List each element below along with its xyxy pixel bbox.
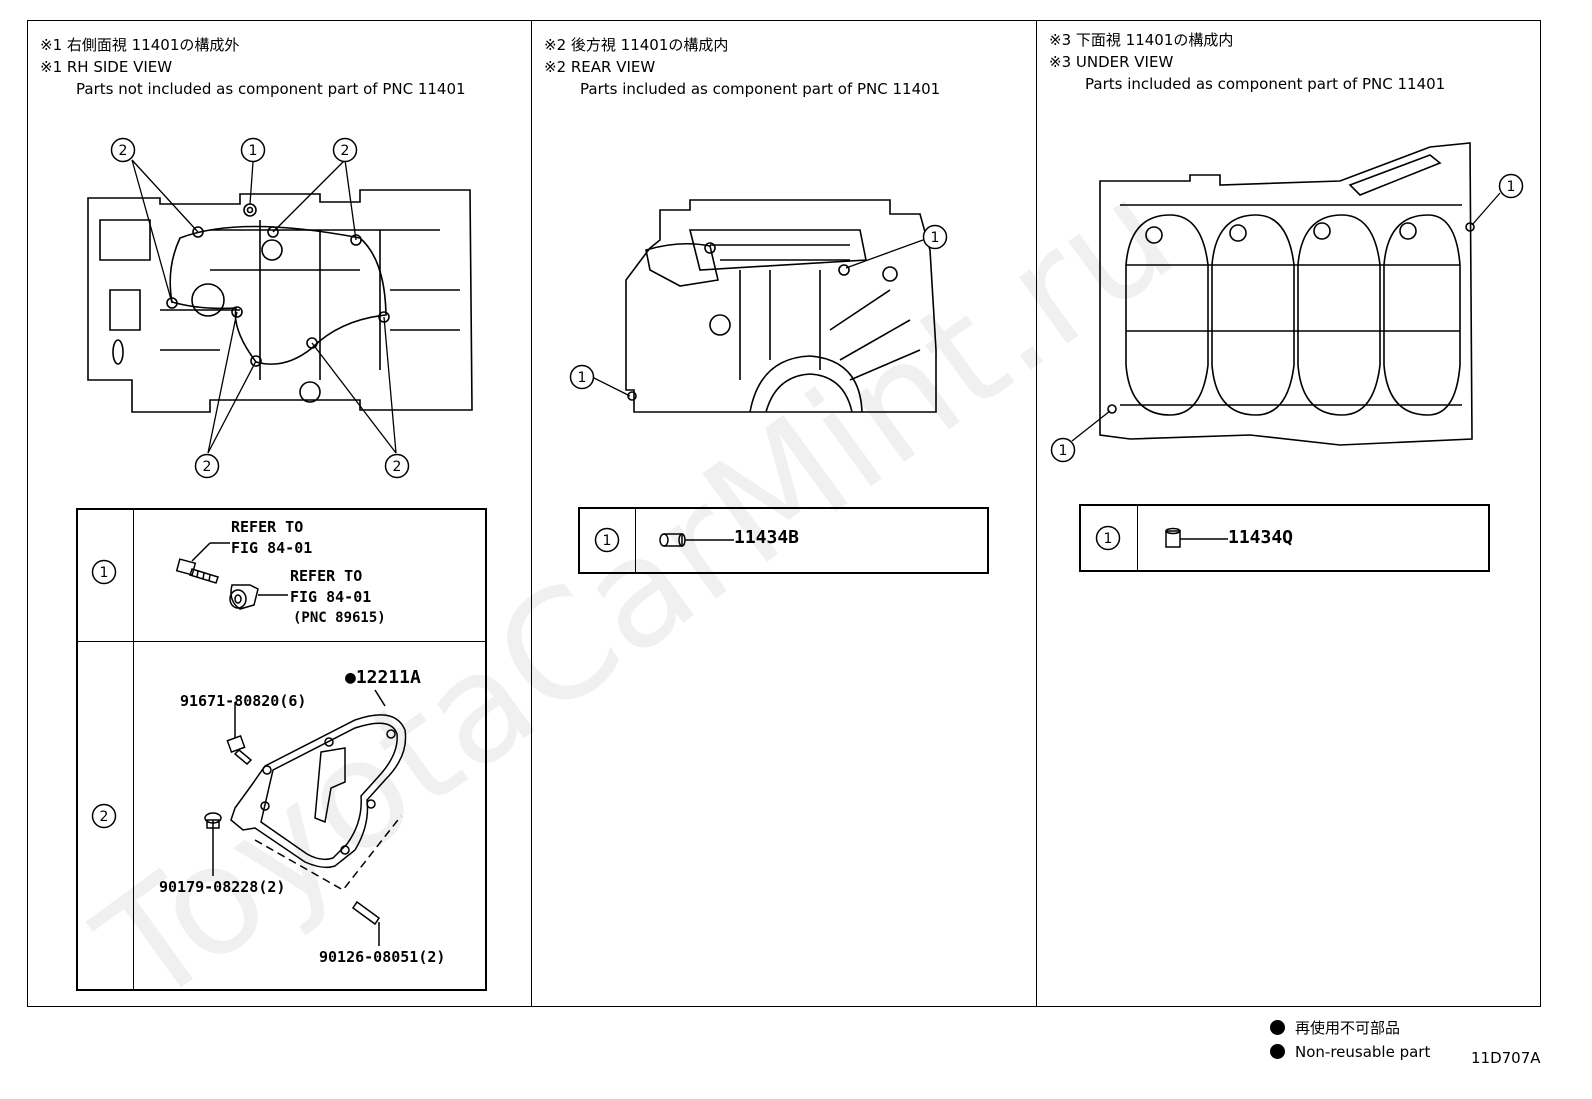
table-row-callout-1: 1 <box>91 559 117 585</box>
panel-1-header: ※1 右側面視 11401の構成外 ※1 RH SIDE VIEW Parts … <box>40 34 466 100</box>
panel-3-subtitle: Parts included as component part of PNC … <box>1085 75 1446 93</box>
part-label: FIG 84-01 <box>231 539 313 557</box>
dowel-pin-icon <box>659 533 734 547</box>
svg-text:1: 1 <box>1104 531 1113 547</box>
part-number-11434B: 11434B <box>734 527 800 548</box>
svg-text:1: 1 <box>578 370 587 386</box>
legend-en-text: Non-reusable part <box>1295 1043 1431 1061</box>
panel-2-header: ※2 後方視 11401の構成内 ※2 REAR VIEW Parts incl… <box>544 34 940 100</box>
under-view-drawing <box>1071 142 1501 446</box>
table-row-callout-1: 1 <box>594 527 620 553</box>
legend-jp-text: 再使用不可部品 <box>1295 1019 1401 1037</box>
table-row-divider <box>78 641 485 642</box>
gasket-plate-drawing <box>204 689 407 946</box>
panel-3-parts-table <box>1079 504 1490 572</box>
part-label: FIG 84-01 <box>290 588 372 606</box>
panel-1-title-jp: ※1 右側面視 11401の構成外 <box>40 36 240 54</box>
callout-2: 2 <box>384 453 410 479</box>
callout-1: 1 <box>240 137 266 163</box>
bolt-and-sensor-drawing <box>175 542 288 610</box>
part-label: REFER TO <box>231 518 304 536</box>
panel-2-title-en: ※2 REAR VIEW <box>544 58 656 76</box>
callout-2: 2 <box>194 453 220 479</box>
non-reusable-dot-icon <box>1270 1044 1285 1059</box>
part-number-90126-08051: 90126-08051(2) <box>319 948 446 966</box>
table-column-divider <box>1137 506 1138 570</box>
panel-3-title-jp: ※3 下面視 11401の構成内 <box>1049 31 1234 49</box>
panel-1-parts-table <box>76 508 487 991</box>
table-row-callout-2: 2 <box>91 803 117 829</box>
rear-view-drawing <box>593 199 937 413</box>
part-number-91671-80820: 91671-80820(6) <box>180 692 307 710</box>
non-reusable-dot-icon <box>1270 1020 1285 1035</box>
callout-1: 1 <box>922 224 948 250</box>
table-row-callout-1: 1 <box>1095 525 1121 551</box>
table-column-divider <box>635 509 636 572</box>
panel-2-title-jp: ※2 後方視 11401の構成内 <box>544 36 729 54</box>
part-number-11434Q: 11434Q <box>1228 527 1294 548</box>
panel-2-parts-table <box>578 507 989 574</box>
panel-1-subtitle: Parts not included as component part of … <box>76 80 466 98</box>
panel-3-title-en: ※3 UNDER VIEW <box>1049 53 1174 71</box>
rh-side-view-drawing <box>87 159 473 454</box>
part-label: REFER TO <box>290 567 363 585</box>
svg-text:1: 1 <box>249 143 258 159</box>
svg-text:2: 2 <box>341 143 350 159</box>
part-number-90179-08228: 90179-08228(2) <box>159 878 286 896</box>
svg-text:1: 1 <box>603 533 612 549</box>
legend-jp: 再使用不可部品 <box>1270 1017 1400 1038</box>
svg-text:2: 2 <box>119 143 128 159</box>
svg-text:1: 1 <box>1507 179 1516 195</box>
callout-2: 2 <box>332 137 358 163</box>
figure-code: 11D707A <box>1471 1049 1541 1067</box>
svg-text:1: 1 <box>931 230 940 246</box>
panel-3-header: ※3 下面視 11401の構成内 ※3 UNDER VIEW Parts inc… <box>1049 29 1445 95</box>
part-number-12211A: ●12211A <box>345 667 421 688</box>
legend-en: Non-reusable part <box>1270 1043 1430 1061</box>
svg-text:1: 1 <box>1059 443 1068 459</box>
dowel-pin-icon <box>1165 527 1228 548</box>
figure-frame <box>27 20 1541 1007</box>
svg-text:1: 1 <box>100 565 109 581</box>
part-label: (PNC 89615) <box>293 610 386 626</box>
panel-2-subtitle: Parts included as component part of PNC … <box>580 80 941 98</box>
callout-1: 1 <box>569 364 595 390</box>
panel-divider <box>531 20 532 1007</box>
table-column-divider <box>133 510 134 989</box>
callout-1: 1 <box>1050 437 1076 463</box>
svg-text:2: 2 <box>203 459 212 475</box>
panel-divider <box>1036 20 1037 1007</box>
callout-2: 2 <box>110 137 136 163</box>
callout-1: 1 <box>1498 173 1524 199</box>
panel-1-title-en: ※1 RH SIDE VIEW <box>40 58 173 76</box>
svg-text:2: 2 <box>100 809 109 825</box>
svg-text:2: 2 <box>393 459 402 475</box>
